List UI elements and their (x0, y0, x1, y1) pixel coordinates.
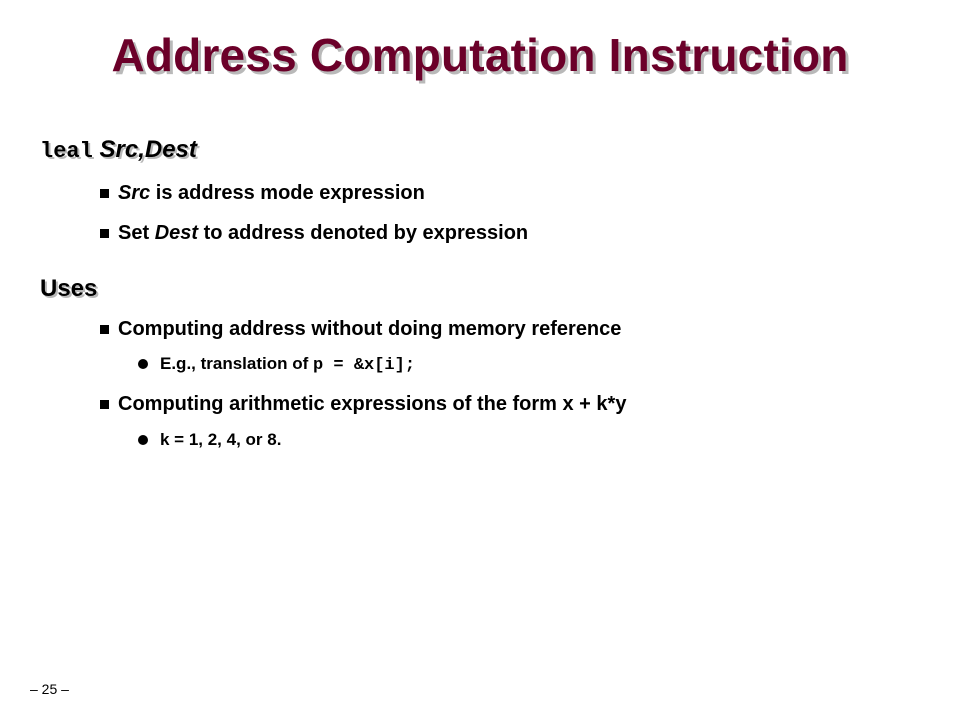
leal-operand-dest: Dest (144, 136, 197, 163)
uses-bullet-address: Computing address without doing memory r… (100, 317, 621, 341)
translation-prefix: E.g., translation of (160, 354, 314, 373)
leal-heading: leal Src,Dest (40, 136, 197, 164)
round-bullet-icon (138, 359, 148, 369)
square-bullet-icon (100, 325, 109, 334)
leal-bullet-dest-pre: Set (118, 222, 155, 244)
uses-bullet-arithmetic-text: Computing arithmetic expressions of the … (118, 393, 627, 415)
uses-sub-bullet-k-values: k = 1, 2, 4, or 8. (138, 429, 281, 451)
leal-mnemonic: leal (40, 139, 93, 164)
uses-sub-bullet-k-values-text: k = 1, 2, 4, or 8. (160, 430, 282, 449)
square-bullet-icon (100, 400, 109, 409)
uses-bullet-arithmetic: Computing arithmetic expressions of the … (100, 392, 626, 416)
uses-sub-bullet-translation-text: E.g., translation of p = &x[i]; (160, 354, 416, 375)
leal-bullet-dest-italic: Dest (154, 222, 199, 244)
leal-bullet-dest: Set Dest to address denoted by expressio… (100, 221, 528, 245)
square-bullet-icon (100, 229, 109, 238)
translation-code: p = &x[i]; (313, 356, 416, 375)
leal-bullet-src-italic: Src (118, 182, 151, 204)
leal-operand-src: Src (99, 136, 139, 163)
slide-title: Address Computation Instruction (111, 29, 849, 81)
leal-bullet-dest-text: Set Dest to address denoted by expressio… (118, 222, 528, 244)
square-bullet-icon (100, 189, 109, 198)
page-number: – 25 – (30, 681, 69, 697)
leal-bullet-src: Src is address mode expression (100, 181, 425, 205)
round-bullet-icon (138, 435, 148, 445)
uses-bullet-address-text: Computing address without doing memory r… (118, 318, 622, 340)
leal-bullet-src-rest: is address mode expression (150, 182, 425, 204)
leal-bullet-dest-rest: to address denoted by expression (198, 222, 529, 244)
leal-operand-sep: , (138, 136, 145, 163)
leal-bullet-src-text: Src is address mode expression (118, 182, 425, 204)
uses-heading: Uses (40, 275, 98, 302)
uses-sub-bullet-translation: E.g., translation of p = &x[i]; (138, 353, 415, 377)
